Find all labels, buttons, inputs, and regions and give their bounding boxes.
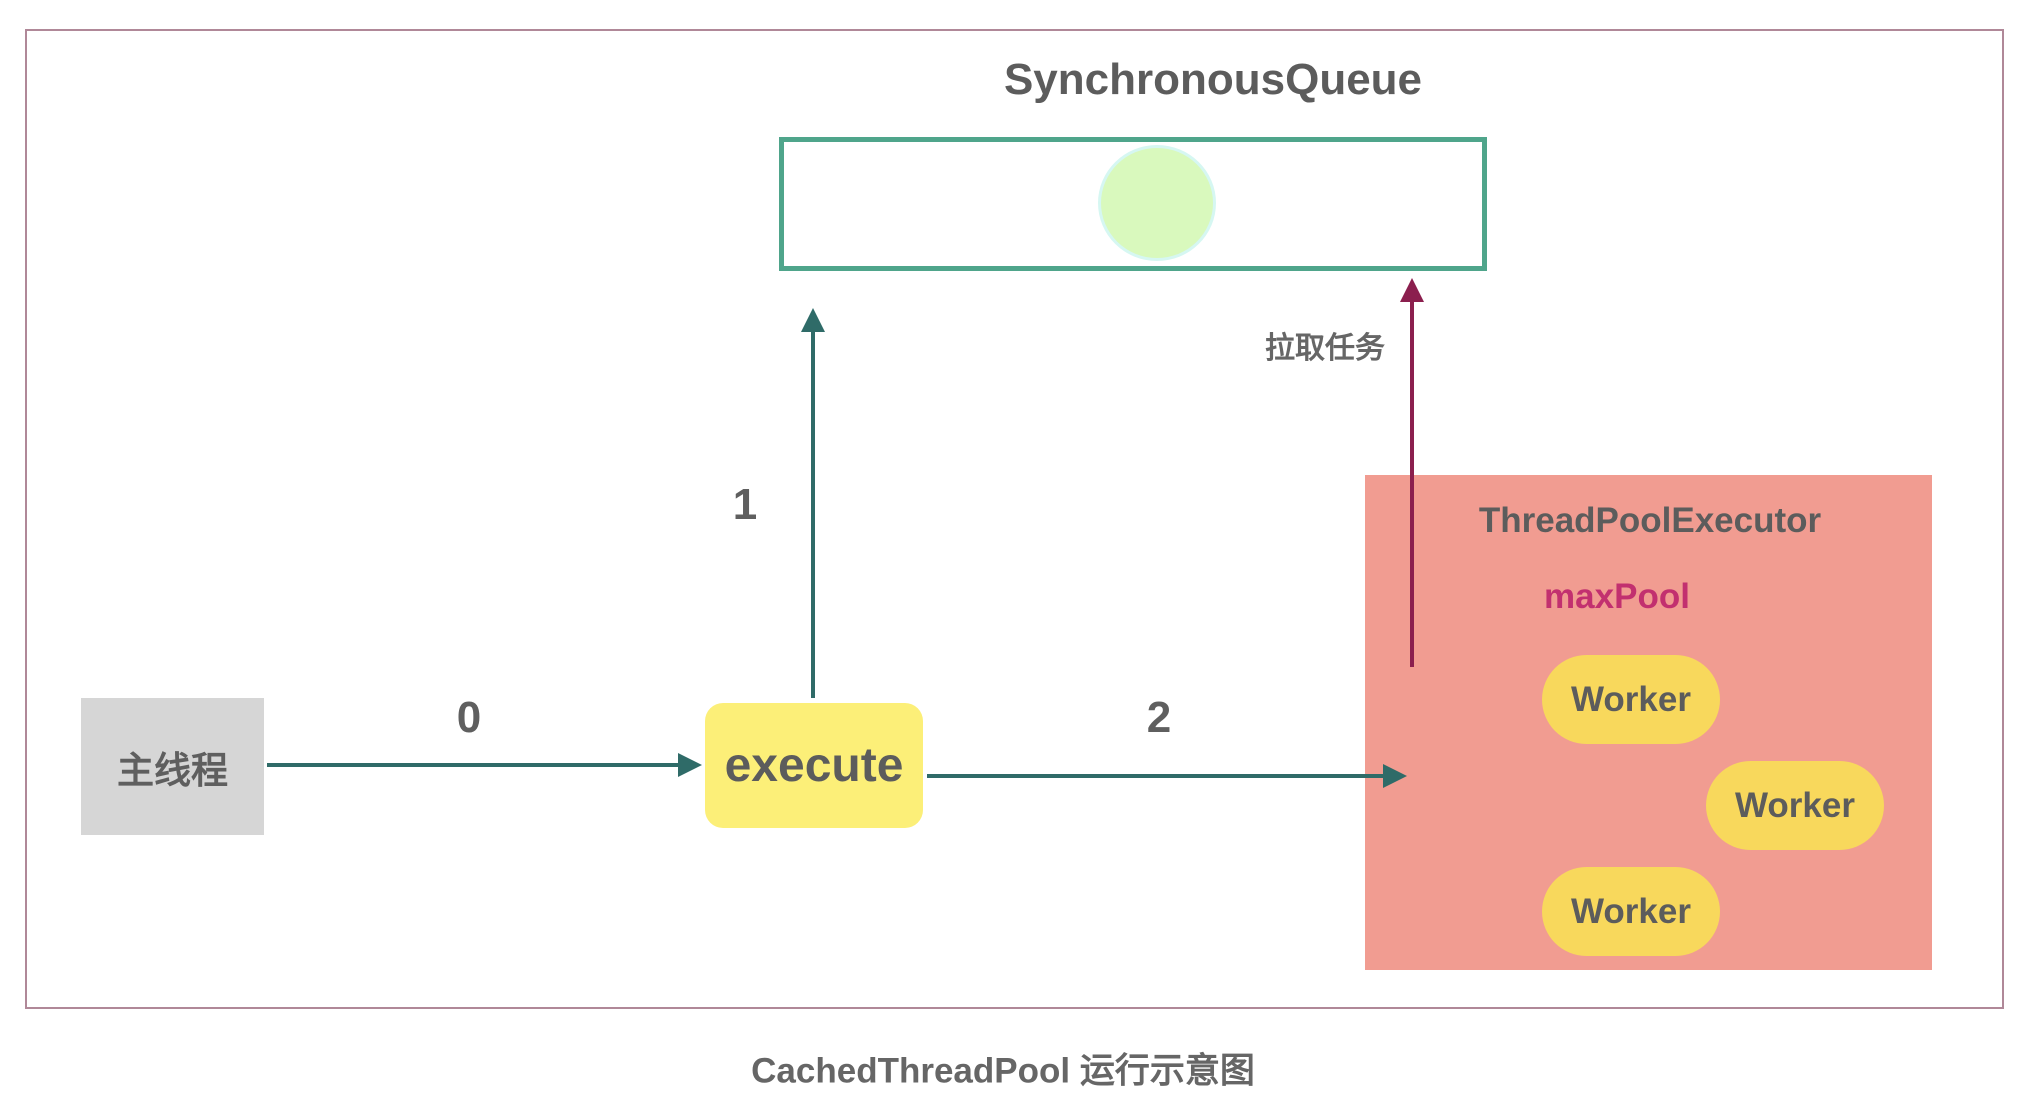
thread-pool-title: ThreadPoolExecutor [1478, 501, 1822, 540]
step-label-1: 1 [732, 480, 758, 529]
execute-label: execute [724, 739, 904, 792]
main-thread-label: 主线程 [117, 749, 228, 791]
execute-node: execute [705, 703, 923, 828]
queue-task-slot [1101, 148, 1213, 258]
step-label-0: 0 [456, 693, 482, 742]
worker-node: Worker [1542, 655, 1720, 744]
main-thread-node: 主线程 [81, 698, 264, 835]
queue-title: SynchronousQueue [1003, 55, 1423, 104]
step-label-2: 2 [1146, 693, 1172, 742]
worker-label: Worker [1735, 785, 1855, 825]
worker-label: Worker [1571, 891, 1691, 931]
pull-task-label: 拉取任务 [1265, 332, 1385, 365]
diagram-frame [25, 29, 2004, 1009]
diagram-caption: CachedThreadPool 运行示意图 [751, 1051, 1255, 1091]
max-pool-label: maxPool [1544, 577, 1690, 616]
worker-label: Worker [1571, 679, 1691, 719]
worker-node: Worker [1542, 867, 1720, 956]
worker-node: Worker [1706, 761, 1884, 850]
